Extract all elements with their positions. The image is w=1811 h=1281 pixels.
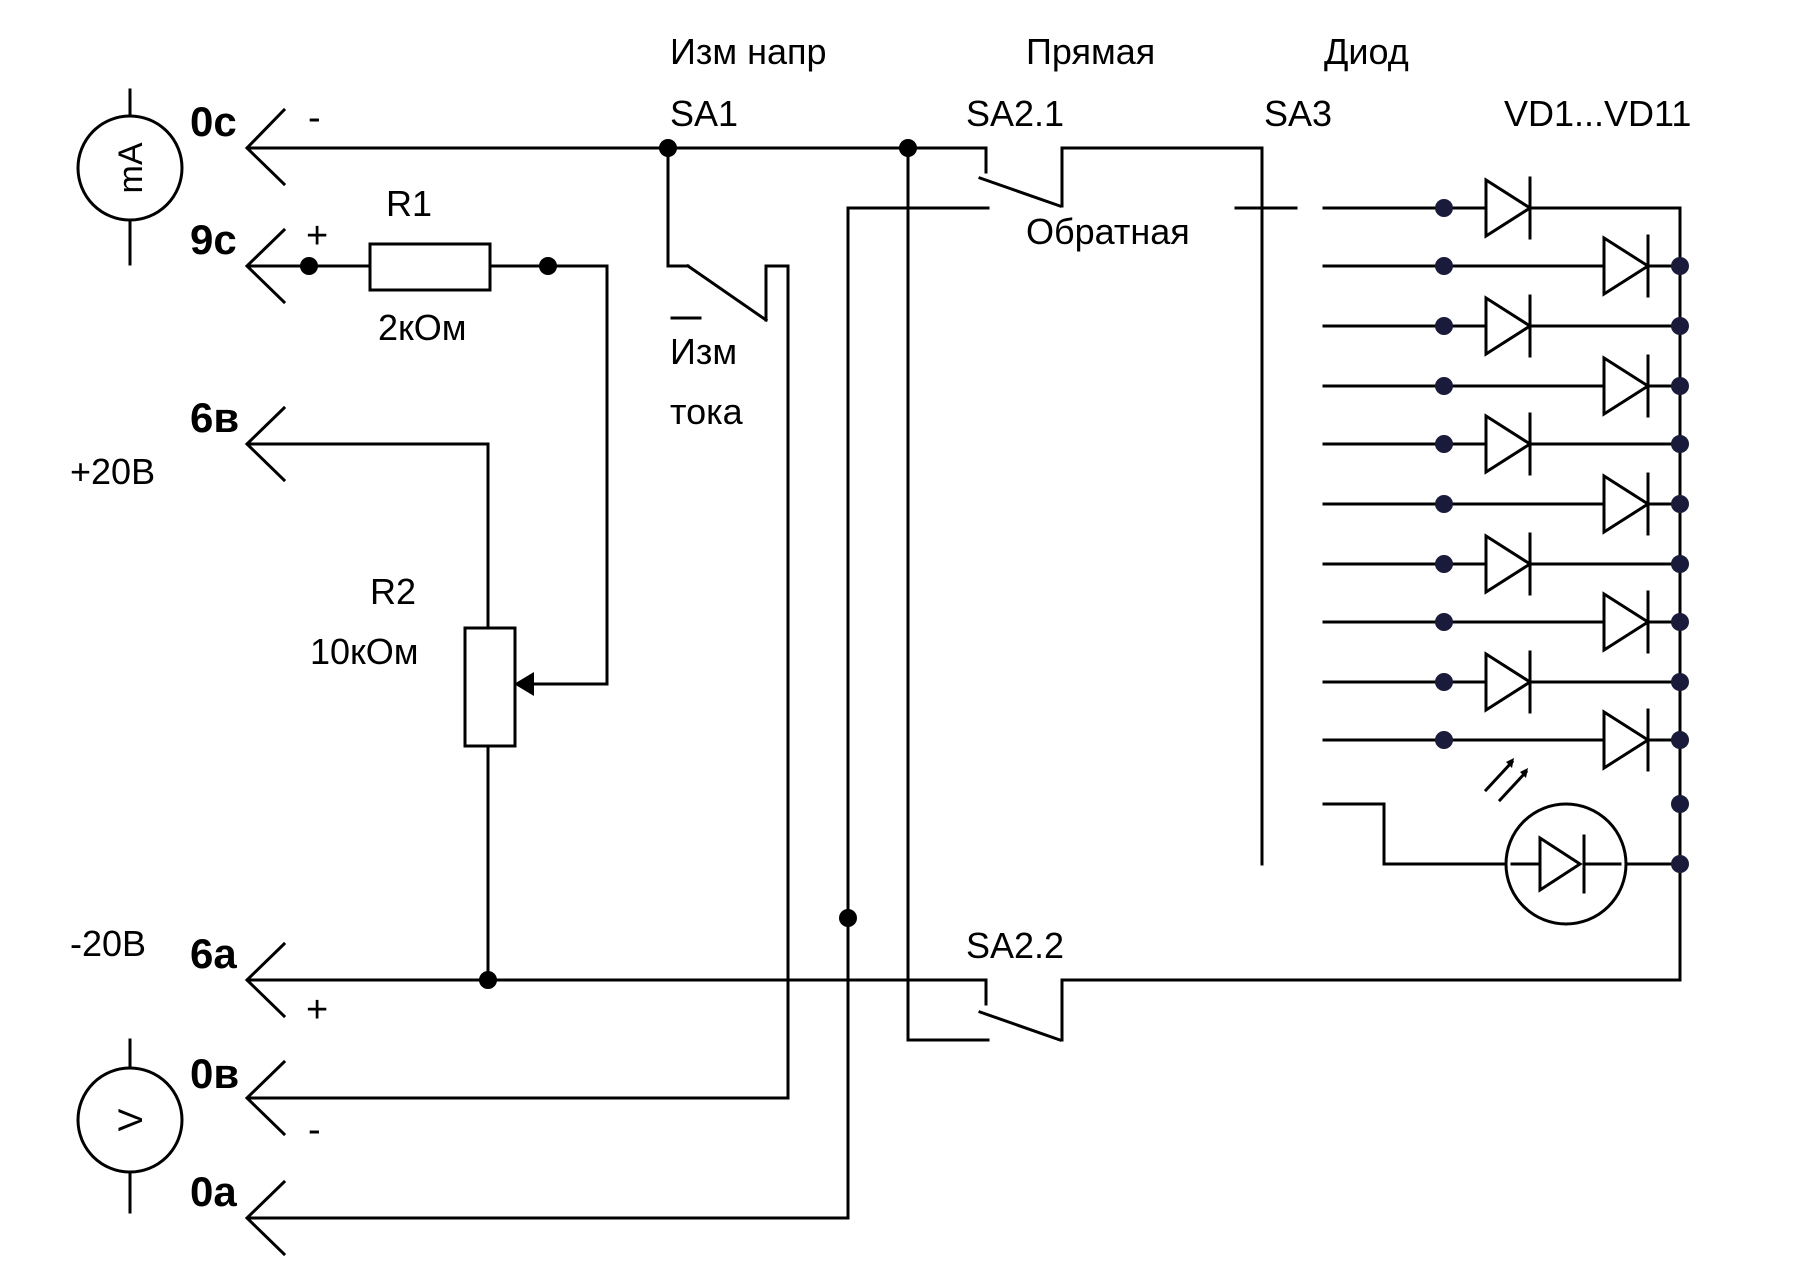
- diode-icon: [1602, 234, 1651, 298]
- r2-value: 10кОм: [310, 631, 419, 672]
- r1-value: 2кОм: [378, 307, 467, 348]
- diode-icon: [1602, 354, 1651, 418]
- diode-row: [1322, 354, 1689, 418]
- sa2-alt: Обратная: [1026, 211, 1190, 252]
- sa3-title: Диод: [1324, 31, 1409, 72]
- switch-sa2-1: Прямая SA2.1 Обратная: [966, 31, 1190, 252]
- pin-0v-label: 0в: [190, 1050, 239, 1097]
- milliammeter: mA: [76, 88, 184, 266]
- switch-sa1: Изм напр SA1 Изм тока: [670, 31, 827, 432]
- diode-icon: [1484, 294, 1533, 358]
- sa2-2-ref: SA2.2: [966, 925, 1064, 966]
- diode-icon: [1484, 650, 1533, 714]
- voltmeter: V: [76, 1038, 184, 1214]
- diode-row: [1322, 472, 1689, 536]
- junctions: [300, 139, 917, 989]
- sa1-title: Изм напр: [670, 31, 827, 72]
- wires: [246, 146, 1682, 1220]
- diode-row: [1322, 412, 1689, 476]
- pin-0c: 0с -: [190, 97, 321, 187]
- diode-row: [1322, 650, 1689, 714]
- diode-row: [1322, 234, 1689, 298]
- diode-icon: [1602, 472, 1651, 536]
- diode-row: [1322, 590, 1689, 654]
- diodes-ref: VD1...VD11: [1504, 93, 1691, 134]
- pin-0a-label: 0а: [190, 1168, 237, 1215]
- diode-icon: [1484, 412, 1533, 476]
- sa1-ref: SA1: [670, 93, 738, 134]
- diode-icon: [1484, 176, 1533, 240]
- pin-9c-label: 9с: [190, 216, 237, 263]
- pin-9c-polarity: +: [306, 215, 328, 257]
- sa3-ref: SA3: [1264, 93, 1332, 134]
- supply-minus-label: -20В: [70, 923, 146, 964]
- pin-9c: 9с +: [190, 215, 328, 305]
- sa1-alt-line1: Изм: [670, 331, 737, 372]
- pin-0a: 0а: [190, 1168, 287, 1257]
- diode-row: [1322, 532, 1689, 596]
- pin-0v: 0в -: [190, 1050, 321, 1151]
- diode-row: [1322, 176, 1682, 240]
- pin-6a: 6а + -20В: [70, 923, 328, 1031]
- pin-6a-label: 6а: [190, 930, 237, 977]
- diode-icon: [1484, 532, 1533, 596]
- potentiometer-r2: R2 10кОм: [310, 571, 534, 748]
- sa2-title: Прямая: [1026, 31, 1155, 72]
- diode-icon: [1602, 708, 1651, 772]
- light-arrows-icon: [1483, 758, 1529, 803]
- switch-sa3: Диод SA3: [1264, 31, 1409, 134]
- r2-ref: R2: [370, 571, 416, 612]
- switch-sa2-2: SA2.2: [966, 925, 1064, 1042]
- voltmeter-label: V: [112, 1108, 150, 1131]
- diode-row: [1322, 708, 1689, 772]
- pin-0c-polarity: -: [308, 97, 321, 139]
- pin-6v-label: 6в: [190, 394, 239, 441]
- pin-6a-polarity: +: [306, 989, 328, 1031]
- pin-0c-label: 0с: [190, 98, 237, 145]
- diode-icon: [1602, 590, 1651, 654]
- milliammeter-label: mA: [112, 142, 150, 193]
- sa1-alt-line2: тока: [670, 391, 744, 432]
- r1-ref: R1: [386, 183, 432, 224]
- diode-array: VD1...VD11: [1322, 93, 1691, 873]
- pin-6v: 6в +20В: [70, 394, 287, 492]
- led-diode: [1483, 758, 1628, 926]
- pin-0v-polarity: -: [308, 1109, 321, 1151]
- resistor-r1: R1 2кОм: [368, 183, 492, 348]
- supply-plus-label: +20В: [70, 451, 155, 492]
- sa2-1-ref: SA2.1: [966, 93, 1064, 134]
- diode-row: [1322, 294, 1689, 358]
